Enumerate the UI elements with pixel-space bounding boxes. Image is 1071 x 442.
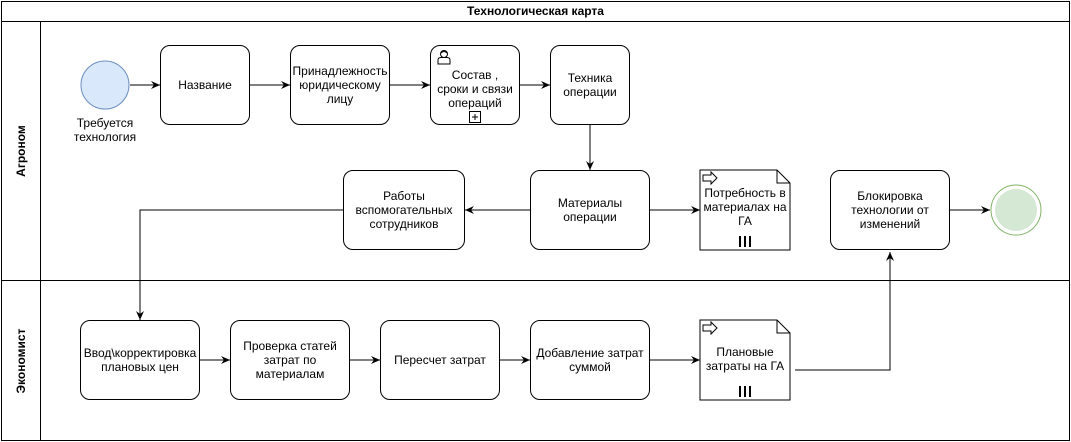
lane-header-agronom: Агроном <box>1 21 41 281</box>
collection-marker-icon <box>739 386 751 397</box>
flow-aux-to-price <box>136 209 343 320</box>
doc-planned-costs-shape <box>699 319 791 401</box>
task-check-costs[interactable]: Проверка статей затрат по материалам <box>230 320 350 400</box>
doc-material-need[interactable]: Потребность в материалах на ГА <box>700 184 790 230</box>
plus-marker-icon[interactable] <box>469 111 481 123</box>
task-equipment-label: Техника операции <box>563 71 617 99</box>
arrow-marker-icon <box>702 170 718 186</box>
task-materials-label: Материалы операции <box>557 196 623 224</box>
user-icon <box>437 50 451 65</box>
doc-planned-costs[interactable]: Плановые затраты на ГА <box>700 336 790 382</box>
end-event-inner <box>995 189 1037 231</box>
doc-planned-costs-label: Плановые затраты на ГА <box>705 345 785 373</box>
doc-material-need-label: Потребность в материалах на ГА <box>703 186 787 228</box>
task-materials[interactable]: Материалы операции <box>530 170 650 250</box>
end-event <box>990 184 1042 236</box>
start-event-label: Требуется технология <box>73 116 137 144</box>
task-add-cost[interactable]: Добавление затрат суммой <box>530 320 650 400</box>
pool-title: Технологическая карта <box>1 1 1070 22</box>
arrow-marker-icon <box>702 320 718 336</box>
task-recalc-label: Пересчет затрат <box>394 353 486 367</box>
flow-doc-to-lock <box>795 252 894 371</box>
lane-header-economist: Экономист <box>1 281 41 441</box>
task-legal-entity[interactable]: Принадлежность юридическому лицу <box>290 45 390 125</box>
task-name[interactable]: Название <box>160 45 250 125</box>
task-aux-workers[interactable]: Работы вспомогательных сотрудников <box>343 170 465 250</box>
task-equipment[interactable]: Техника операции <box>550 45 630 125</box>
collection-marker-icon <box>739 236 751 247</box>
doc-material-need-shape <box>699 169 791 251</box>
task-composition[interactable]: Состав , сроки и связи операций <box>430 45 520 125</box>
task-add-cost-label: Добавление затрат суммой <box>536 346 644 374</box>
task-price-input-label: Ввод\корректировка плановых цен <box>83 346 197 374</box>
task-price-input[interactable]: Ввод\корректировка плановых цен <box>80 320 200 400</box>
task-lock-label: Блокировка технологии от изменений <box>851 189 929 231</box>
task-recalc[interactable]: Пересчет затрат <box>380 320 500 400</box>
lane-economist <box>1 280 1070 441</box>
start-event <box>80 60 130 110</box>
task-lock[interactable]: Блокировка технологии от изменений <box>830 170 950 250</box>
task-aux-workers-label: Работы вспомогательных сотрудников <box>355 189 453 231</box>
task-name-label: Название <box>178 78 232 92</box>
task-check-costs-label: Проверка статей затрат по материалам <box>243 339 337 381</box>
end-event-outer <box>990 184 1042 236</box>
task-composition-label: Состав , сроки и связи операций <box>437 68 513 110</box>
task-legal-entity-label: Принадлежность юридическому лицу <box>292 64 388 106</box>
